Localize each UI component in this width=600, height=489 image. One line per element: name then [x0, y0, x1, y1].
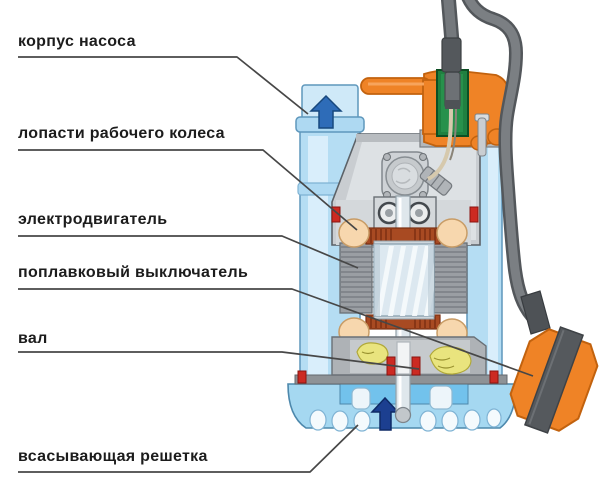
leader-impeller: [18, 149, 358, 231]
suction-channel: [351, 387, 371, 410]
pump-cap: [360, 69, 510, 181]
label-electric-motor: электродвигатель: [18, 211, 168, 228]
cable-strain-relief: [520, 290, 551, 335]
seal-red-right: [469, 206, 479, 223]
label-impeller-blades: лопасти рабочего колеса: [18, 125, 225, 142]
label-pump-casing: корпус насоса: [18, 33, 136, 50]
outlet-flow-arrow: [309, 94, 343, 129]
cable-gland: [441, 37, 462, 73]
leader-float-switch: [18, 288, 534, 377]
motor-lead-wire: [427, 108, 453, 181]
mechanical-seal: [396, 341, 411, 375]
leader-suction-grate: [18, 424, 359, 473]
terminal-box: [436, 69, 469, 137]
float-switch: [509, 326, 599, 434]
carry-handle: [360, 77, 442, 135]
leader-pump-casing: [18, 56, 309, 115]
seal-red: [411, 356, 421, 376]
motor-rotor: [373, 240, 435, 320]
diffuser-yellow-left: [356, 342, 389, 365]
leader-motor: [18, 235, 359, 269]
cap-screw: [474, 113, 490, 157]
leader-shaft: [18, 351, 420, 370]
shaft-tip: [394, 406, 412, 424]
power-cable: [440, 0, 462, 73]
label-shaft: вал: [18, 330, 48, 347]
suction-channel: [429, 385, 453, 410]
leader-lines: [18, 56, 534, 473]
label-suction-grate: всасывающая решетка: [18, 448, 208, 465]
float-cable: [461, 0, 551, 335]
label-float-switch: поплавковый выключатель: [18, 264, 249, 281]
